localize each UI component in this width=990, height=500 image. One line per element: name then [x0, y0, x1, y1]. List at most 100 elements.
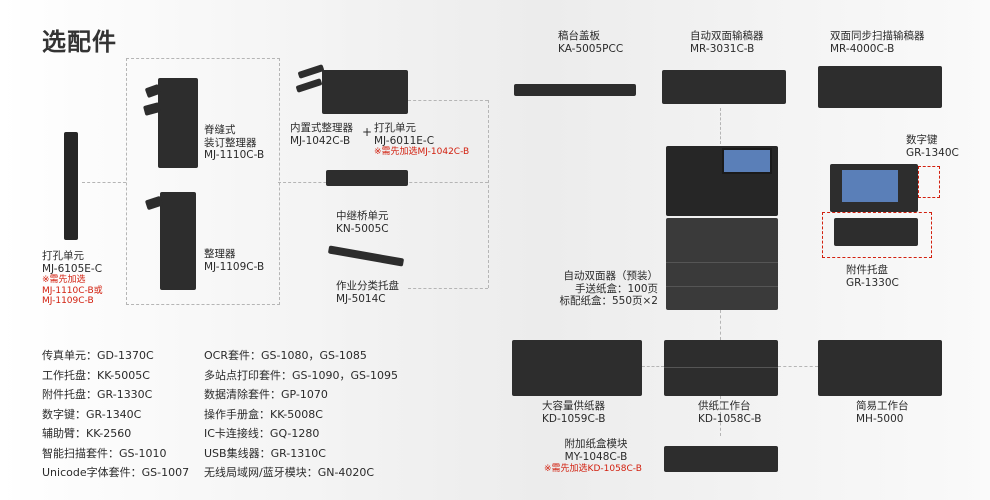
item-model: GR-1340C — [906, 146, 959, 159]
connector-line — [488, 100, 489, 288]
connector-line — [408, 100, 488, 101]
list-item: 辅助臂：KK-2560 — [42, 427, 132, 440]
job-separator-image — [327, 245, 405, 267]
list-item: Unicode字体套件：GS-1007 — [42, 466, 190, 479]
connector-line — [82, 182, 126, 183]
connector-line — [720, 108, 721, 144]
radf-image — [662, 70, 786, 104]
item-name: 双面同步扫描输稿器 — [830, 30, 925, 42]
item-model: MJ-6105E-C — [42, 262, 103, 275]
item-name: 内置式整理器 — [290, 122, 353, 134]
connector-line — [720, 396, 721, 436]
work-tray-highlight — [822, 212, 932, 258]
paper-feed-label: 供纸工作台 KD-1058C-B — [698, 400, 761, 425]
platen-cover-image — [514, 84, 636, 96]
job-separator-label: 作业分类托盘 MJ-5014C — [336, 280, 399, 305]
hole-punch-left-label: 打孔单元 MJ-6105E-C ※需先加选 MJ-1110C-B或 MJ-110… — [42, 250, 103, 307]
item-name: 打孔单元 — [42, 250, 84, 262]
connector-line — [642, 366, 664, 367]
finisher-label: 整理器 MJ-1109C-B — [204, 248, 264, 273]
item-model: KA-5005PCC — [558, 42, 624, 55]
drawer-divider — [664, 367, 778, 368]
drawer-module-label: 附加纸盒模块 MY-1048C-B — [548, 438, 644, 463]
lcf-label: 大容量供纸器 KD-1059C-B — [542, 400, 605, 425]
item-name: 供纸工作台 — [698, 400, 751, 412]
list-item: 工作托盘：KK-5005C — [42, 368, 150, 382]
keypad-label: 数字键 GR-1340C — [906, 134, 959, 159]
main-unit-line1: 自动双面器（预装） — [563, 270, 659, 282]
list-item: 操作手册盒：KK-5008C — [204, 407, 323, 421]
inner-finisher-label: 内置式整理器 MJ-1042C-B — [290, 122, 353, 147]
bridge-kit-label: 中继桥单元 KN-5005C — [336, 210, 389, 235]
item-note: ※需先加选 — [42, 275, 86, 285]
item-model: MJ-1042C-B — [290, 134, 351, 147]
item-name: 脊缝式 — [204, 124, 236, 136]
list-item: 数据清除套件：GP-1070 — [204, 388, 328, 401]
list-item: 智能扫描套件：GS-1010 — [42, 446, 167, 460]
paper-feed-image — [664, 340, 778, 396]
item-name: 中继桥单元 — [336, 210, 389, 222]
accessory-list-right: OCR套件：GS-1080，GS-1085 多站点打印套件：GS-1090，GS… — [204, 346, 398, 483]
item-note: ※需先加选MJ-1042C-B — [374, 147, 470, 157]
list-item: 多站点打印套件：GS-1090，GS-1095 — [204, 368, 398, 382]
item-name: 打孔单元 — [374, 122, 416, 134]
work-tray-label: 附件托盘 GR-1330C — [846, 264, 899, 289]
drawer-module-note: ※需先加选KD-1058C-B — [544, 464, 642, 474]
drawer-module-image — [664, 446, 778, 472]
connector-line — [778, 366, 818, 367]
list-item: 数字键：GR-1340C — [42, 407, 142, 421]
item-name: 装订整理器 — [204, 136, 257, 149]
item-model: MJ-5014C — [336, 292, 386, 305]
control-panel-screen — [842, 170, 898, 202]
item-model: KN-5005C — [336, 222, 389, 235]
work-tray-image — [834, 218, 918, 246]
page-title: 选配件 — [42, 28, 117, 56]
keypad-highlight — [918, 166, 940, 198]
connector-line — [408, 288, 488, 289]
bridge-kit-image — [326, 170, 408, 186]
item-model: MJ-6011E-C — [374, 134, 435, 147]
item-name: 数字键 — [906, 134, 938, 146]
item-model: MJ-1110C-B — [204, 149, 265, 161]
main-unit-line2: 手送纸盒：100页 — [574, 282, 658, 295]
item-name: 附加纸盒模块 — [564, 438, 628, 450]
item-model: GR-1330C — [846, 276, 899, 289]
item-model: MJ-1109C-B — [204, 260, 265, 273]
hole-punch-inner-label: 打孔单元 MJ-6011E-C ※需先加选MJ-1042C-B — [374, 122, 469, 158]
list-item: 附件托盘：GR-1330C — [42, 388, 153, 401]
hole-punch-unit-image — [64, 132, 78, 240]
item-name: 稿台盖板 — [558, 30, 600, 42]
item-note: MJ-1110C-B或 — [42, 285, 103, 296]
item-name: 整理器 — [204, 248, 236, 260]
item-model: MR-3031C-B — [690, 42, 755, 55]
dsdf-image — [818, 66, 942, 108]
radf-label: 自动双面输稿器 MR-3031C-B — [690, 30, 764, 55]
platen-cover-label: 稿台盖板 KA-5005PCC — [558, 30, 623, 55]
item-model: MR-4000C-B — [830, 42, 895, 55]
plus-sign: + — [362, 125, 373, 139]
lcf-image — [512, 340, 642, 396]
item-name: 作业分类托盘 — [336, 280, 399, 292]
item-note: MJ-1109C-B — [42, 296, 94, 306]
list-item: OCR套件：GS-1080，GS-1085 — [204, 349, 367, 362]
saddle-finisher-label: 脊缝式 装订整理器 MJ-1110C-B — [204, 124, 264, 162]
item-model: KD-1059C-B — [542, 412, 606, 425]
item-model: MY-1048C-B — [564, 450, 628, 463]
item-name: 简易工作台 — [856, 400, 909, 412]
item-model: MH-5000 — [856, 412, 904, 425]
accessory-list-left: 传真单元：GD-1370C 工作托盘：KK-5005C 附件托盘：GR-1330… — [42, 346, 189, 483]
main-unit-label: 自动双面器（预装） 手送纸盒：100页 标配纸盒：550页×2 — [548, 270, 658, 308]
list-item: IC卡连接线：GQ-1280 — [204, 427, 320, 440]
connector-line — [720, 310, 721, 340]
simple-stand-image — [818, 340, 942, 396]
dsdf-label: 双面同步扫描输稿器 MR-4000C-B — [830, 30, 925, 55]
finisher-group-frame — [126, 58, 280, 305]
list-item: USB集线器：GR-1310C — [204, 446, 326, 460]
item-name: 大容量供纸器 — [542, 400, 605, 412]
main-unit-line3: 标配纸盒：550页×2 — [559, 295, 658, 307]
simple-stand-label: 简易工作台 MH-5000 — [856, 400, 909, 425]
item-model: KD-1058C-B — [698, 412, 762, 425]
list-item: 传真单元：GD-1370C — [42, 349, 154, 362]
item-name: 自动双面输稿器 — [690, 30, 764, 42]
